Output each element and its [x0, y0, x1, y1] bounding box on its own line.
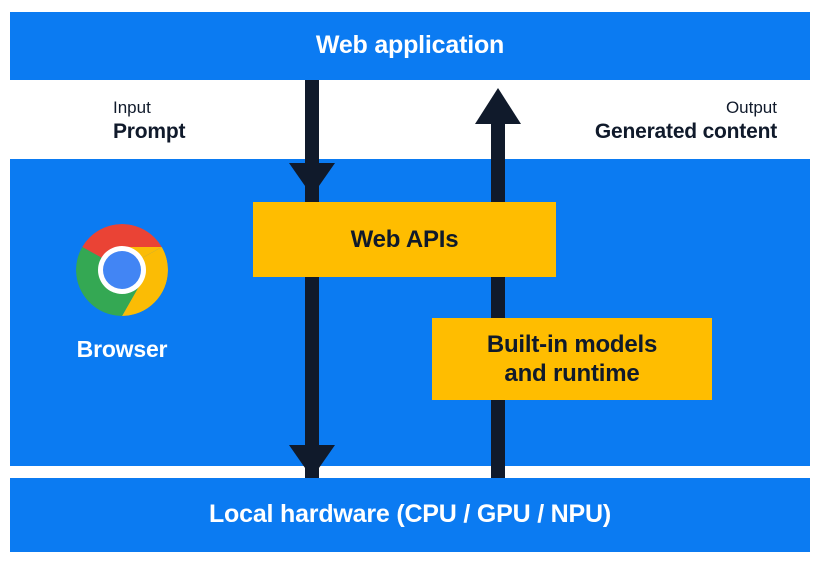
band-web-application: Web application [10, 12, 810, 80]
box-builtin-models: Built-in models and runtime [432, 318, 712, 400]
band-local-hardware: Local hardware (CPU / GPU / NPU) [10, 478, 810, 552]
box-web-apis-label: Web APIs [350, 225, 459, 253]
band-web-application-label: Web application [315, 31, 505, 60]
flow-caption-input: Input Prompt [113, 98, 186, 144]
browser-group: Browser [46, 222, 198, 363]
flow-caption-output: Output Generated content [595, 98, 777, 144]
flow-input-headline: Prompt [113, 119, 186, 143]
box-builtin-models-label: Built-in models and runtime [486, 330, 658, 387]
chrome-logo-icon [76, 224, 168, 316]
flow-input-kicker: Input [113, 98, 151, 117]
flow-output-kicker: Output [725, 98, 777, 117]
band-browser-label: Browser [76, 336, 168, 362]
box-web-apis: Web APIs [253, 202, 556, 277]
flow-output-headline: Generated content [594, 119, 777, 143]
band-local-hardware-label: Local hardware (CPU / GPU / NPU) [208, 500, 611, 529]
